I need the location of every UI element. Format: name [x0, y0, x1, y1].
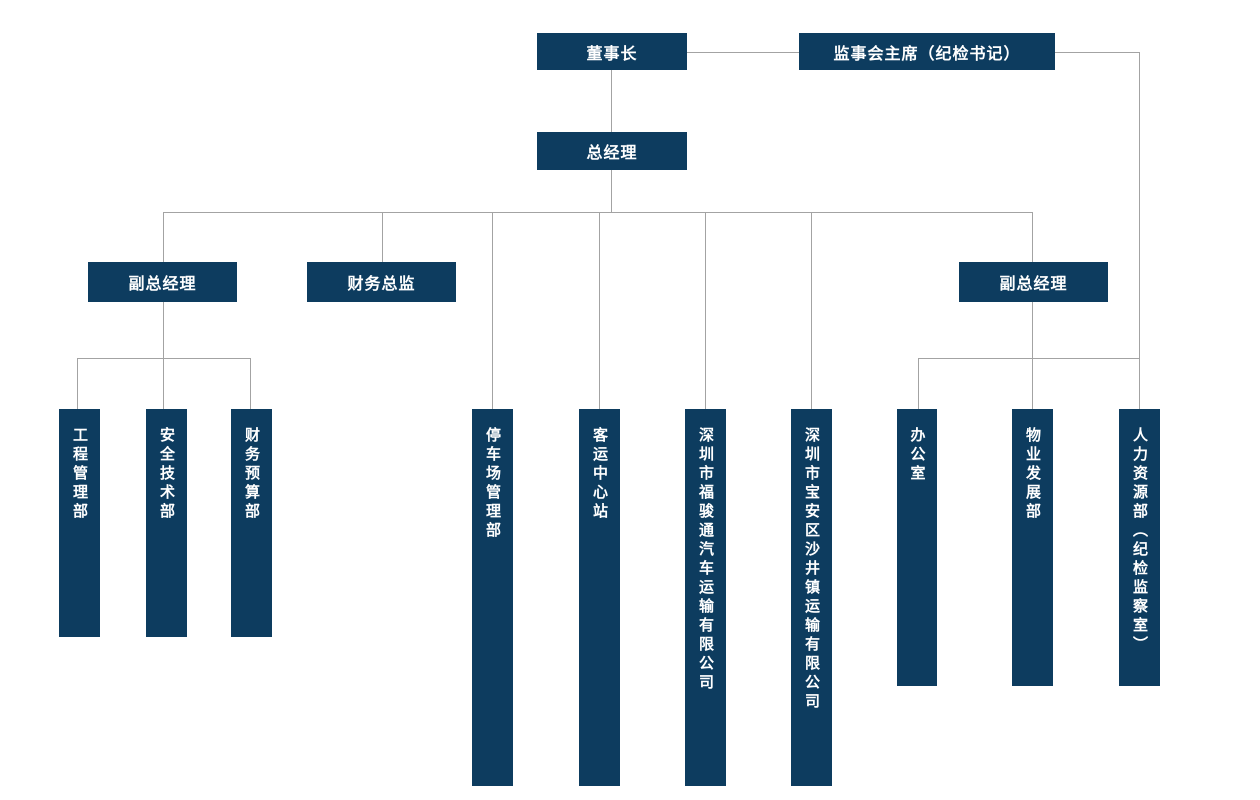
org-node-fujuntong-company: 深圳市福骏通汽车运输有限公司 [685, 409, 726, 786]
org-node-label: 深圳市福骏通汽车运输有限公司 [697, 427, 714, 693]
connector-line [1032, 212, 1033, 262]
org-node-finance-director: 财务总监 [307, 262, 456, 302]
connector-line [382, 212, 383, 262]
org-node-property-dev-dept: 物业发展部 [1012, 409, 1053, 686]
org-node-passenger-center-station: 客运中心站 [579, 409, 620, 786]
connector-line [687, 52, 799, 53]
connector-line [163, 212, 164, 262]
connector-line [918, 358, 1139, 359]
connector-line [250, 358, 251, 409]
connector-line [1139, 52, 1140, 409]
connector-line [77, 358, 78, 409]
org-node-label: 工程管理部 [71, 427, 88, 522]
connector-line [492, 212, 493, 409]
org-node-engineering-dept: 工程管理部 [59, 409, 100, 637]
connector-line [163, 302, 164, 409]
connector-line [918, 358, 919, 409]
org-node-label: 财务预算部 [243, 427, 260, 522]
connector-line [1054, 52, 1140, 53]
connector-line [611, 170, 612, 213]
org-node-label: 办公室 [908, 427, 926, 484]
org-node-office: 办公室 [897, 409, 937, 686]
connector-line [77, 358, 250, 359]
org-node-label: 安全技术部 [158, 427, 175, 522]
connector-line [705, 212, 706, 409]
org-node-parking-mgmt-dept: 停车场管理部 [472, 409, 513, 786]
connector-line [611, 70, 612, 132]
org-node-label: 人力资源部（纪检监察室） [1131, 427, 1148, 655]
connector-line [599, 212, 600, 409]
connector-line [163, 212, 1033, 213]
org-node-safety-tech-dept: 安全技术部 [146, 409, 187, 637]
org-node-hr-dept: 人力资源部（纪检监察室） [1119, 409, 1160, 686]
org-node-label: 客运中心站 [591, 427, 608, 522]
org-node-deputy-gm-left: 副总经理 [88, 262, 237, 302]
org-node-shajing-company: 深圳市宝安区沙井镇运输有限公司 [791, 409, 832, 786]
org-node-deputy-gm-right: 副总经理 [959, 262, 1108, 302]
org-node-chairman: 董事长 [537, 33, 687, 70]
org-node-supervisory-chairman: 监事会主席（纪检书记） [799, 33, 1055, 70]
org-node-general-manager: 总经理 [537, 132, 687, 170]
connector-line [811, 212, 812, 409]
org-node-label: 深圳市宝安区沙井镇运输有限公司 [803, 427, 820, 712]
org-node-label: 停车场管理部 [484, 427, 501, 541]
org-node-finance-budget-dept: 财务预算部 [231, 409, 272, 637]
org-node-label: 物业发展部 [1024, 427, 1041, 522]
connector-line [1032, 302, 1033, 409]
